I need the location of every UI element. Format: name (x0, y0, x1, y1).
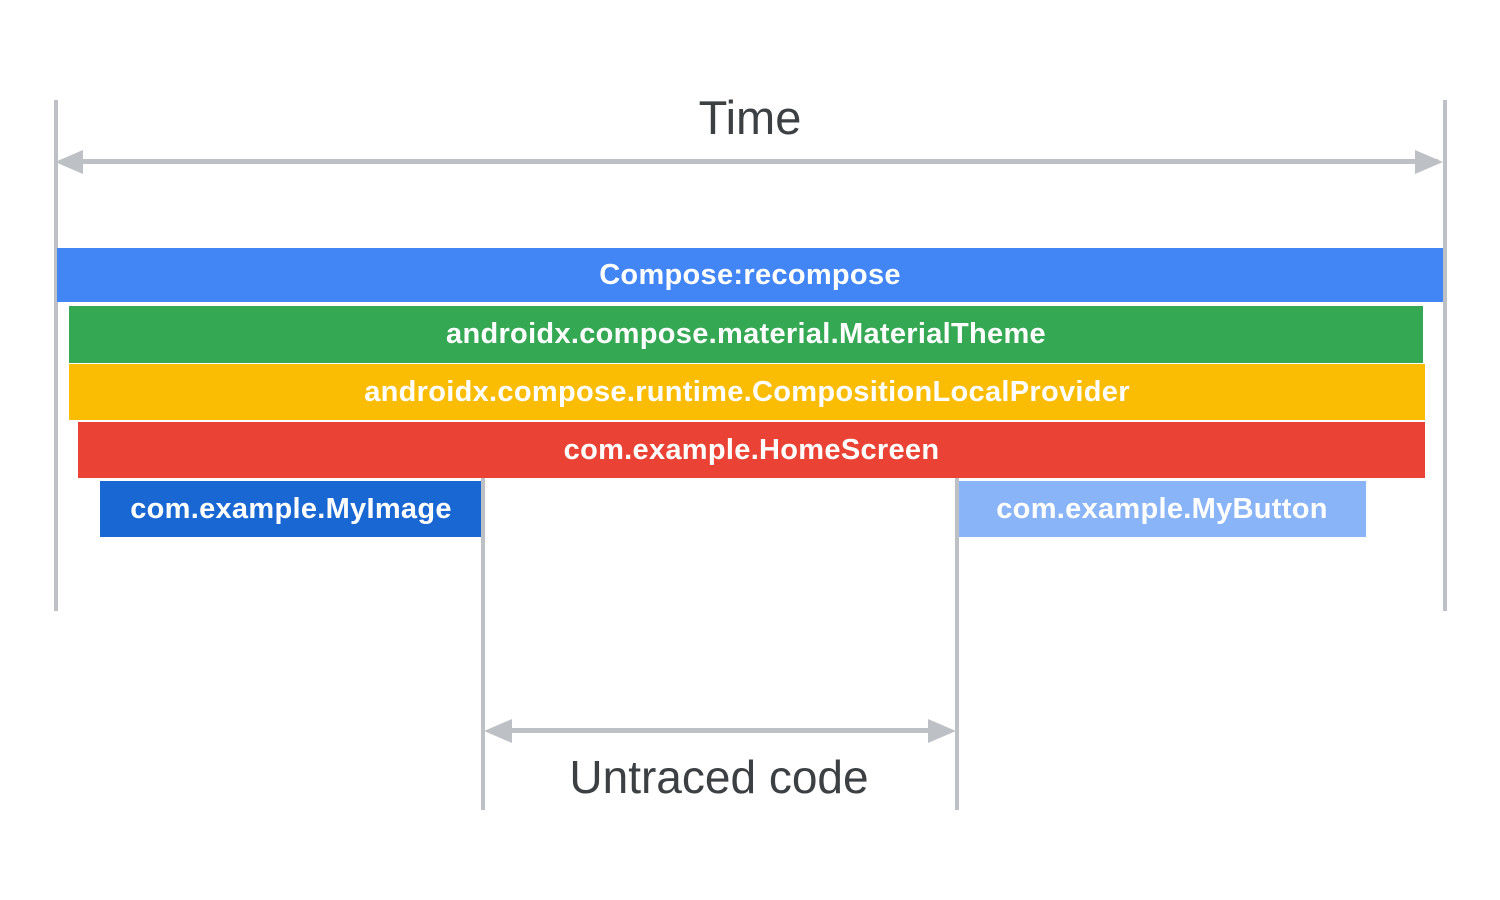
untraced-arrow-right-head-icon (928, 719, 956, 743)
time-axis-right-boundary-line (1443, 100, 1447, 611)
trace-bar-homescreen: com.example.HomeScreen (78, 422, 1425, 478)
trace-bar-mybutton: com.example.MyButton (958, 481, 1366, 537)
trace-bar-label: com.example.HomeScreen (563, 433, 940, 466)
untraced-region-left-boundary-line (481, 478, 485, 810)
trace-bar-compose-recompose: Compose:recompose (57, 248, 1443, 302)
trace-bar-label: Compose:recompose (599, 258, 901, 291)
untraced-region-right-boundary-line (955, 478, 959, 810)
time-arrow-line (62, 159, 1438, 164)
trace-bar-label: com.example.MyImage (130, 492, 452, 525)
time-arrow-left-head-icon (55, 150, 83, 174)
trace-bar-label: com.example.MyButton (996, 492, 1328, 525)
untraced-arrow-left-head-icon (484, 719, 512, 743)
untraced-arrow-line (492, 728, 948, 733)
trace-bar-myimage: com.example.MyImage (100, 481, 482, 537)
untraced-code-label: Untraced code (569, 751, 869, 803)
time-arrow-right-head-icon (1415, 150, 1443, 174)
trace-bar-label: androidx.compose.material.MaterialTheme (446, 318, 1046, 350)
trace-bar-materialtheme: androidx.compose.material.MaterialTheme (69, 306, 1423, 363)
trace-bar-label: androidx.compose.runtime.CompositionLoca… (364, 375, 1130, 408)
time-axis-left-boundary-line (54, 100, 58, 611)
time-axis-label: Time (698, 91, 802, 144)
trace-bar-compositionlocalprovider: androidx.compose.runtime.CompositionLoca… (69, 364, 1425, 420)
